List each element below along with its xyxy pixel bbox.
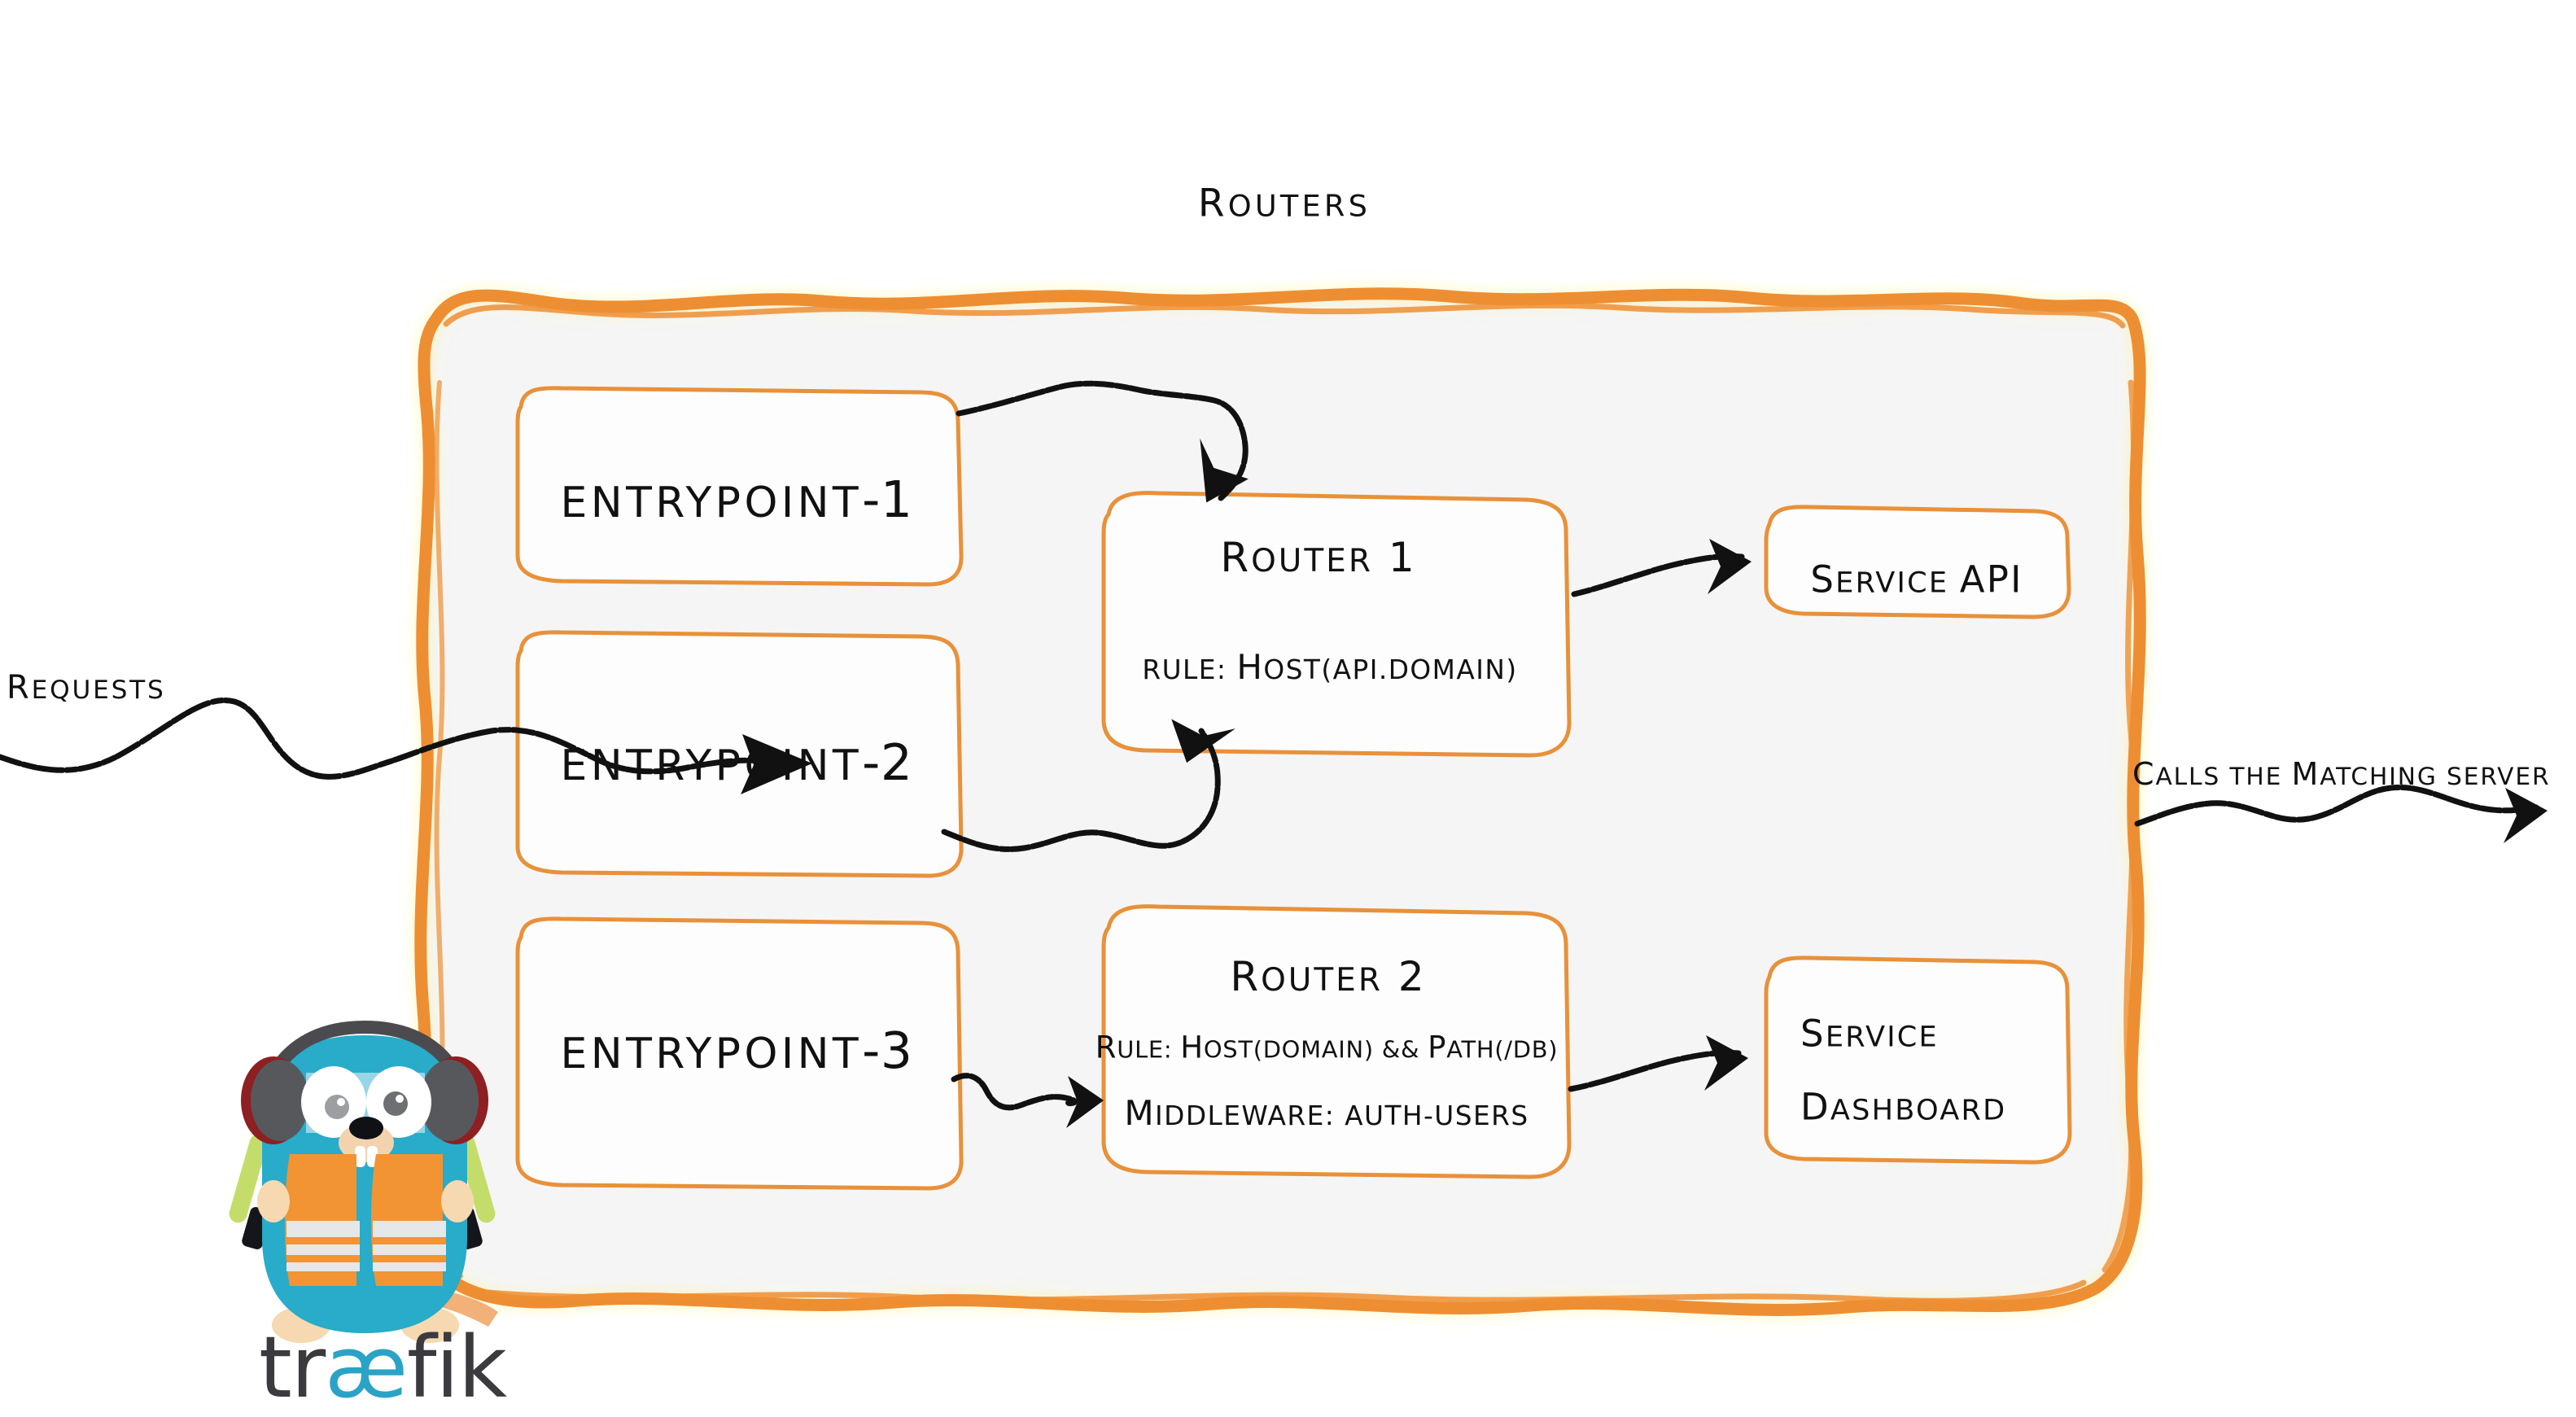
arrow-router1-to-service-api [1571, 539, 1752, 597]
service-api-label: SERVICE API [1810, 558, 2023, 601]
router-2-box[interactable] [1101, 904, 1572, 1179]
arrow-entrypoint1-to-router1 [956, 380, 1249, 503]
traefik-wordmark: træfik [259, 1325, 507, 1410]
entrypoint-1-label: ENTRYPOINT-1 [560, 470, 913, 529]
traefik-gopher-mascot [229, 1020, 498, 1343]
router-2-middleware: MIDDLEWARE: AUTH-USERS [1124, 1092, 1529, 1133]
entrypoint-2-label: ENTRYPOINT-2 [560, 733, 913, 792]
entrypoint-2-box[interactable] [515, 630, 964, 878]
arrow-requests-to-panel [0, 698, 812, 794]
router-1-title: ROUTER 1 [1220, 533, 1417, 581]
arrow-entrypoint2-to-router1 [941, 719, 1236, 852]
entrypoint-1-box[interactable] [515, 386, 964, 587]
wordmark-part1: tr [259, 1318, 326, 1417]
arrow-entrypoint3-to-router2 [951, 1073, 1104, 1128]
service-dashboard-label-line2: DASHBOARD [1800, 1085, 2007, 1129]
router-1-box[interactable] [1101, 491, 1572, 758]
router-2-title: ROUTER 2 [1230, 952, 1427, 1000]
gopher-headphone-right [420, 1056, 488, 1144]
arrow-router2-to-service-dashboard [1568, 1035, 1748, 1092]
entrypoint-3-box[interactable] [515, 916, 964, 1191]
wordmark-ae-ligature: æ [325, 1318, 408, 1417]
arrow-panel-to-server [2134, 784, 2548, 843]
entrypoint-1-text: ENTRYPOINT [560, 478, 863, 527]
calls-matching-server-label: CALLS THE MATCHING SERVER [2132, 756, 2551, 793]
page-title: ROUTERS [1197, 181, 1371, 226]
router-2-rule: RULE: HOST(DOMAIN) && PATH(/DB) [1095, 1030, 1559, 1065]
router-1-rule: RULE: HOST(API.DOMAIN) [1142, 646, 1518, 687]
page-title-text: OUTERS [1227, 188, 1371, 224]
service-api-box[interactable] [1764, 505, 2071, 619]
wordmark-part2: fik [406, 1318, 507, 1417]
entrypoint-2-text: ENTRYPOINT [560, 741, 863, 790]
gopher-headphone-left [241, 1056, 309, 1144]
entrypoint-3-label: ENTRYPOINT-3 [560, 1021, 913, 1080]
service-dashboard-box[interactable] [1764, 956, 2072, 1165]
service-dashboard-label-line1: SERVICE [1800, 1012, 1939, 1056]
requests-label: REQUESTS [7, 669, 166, 706]
entrypoint-3-text: ENTRYPOINT [560, 1029, 863, 1078]
